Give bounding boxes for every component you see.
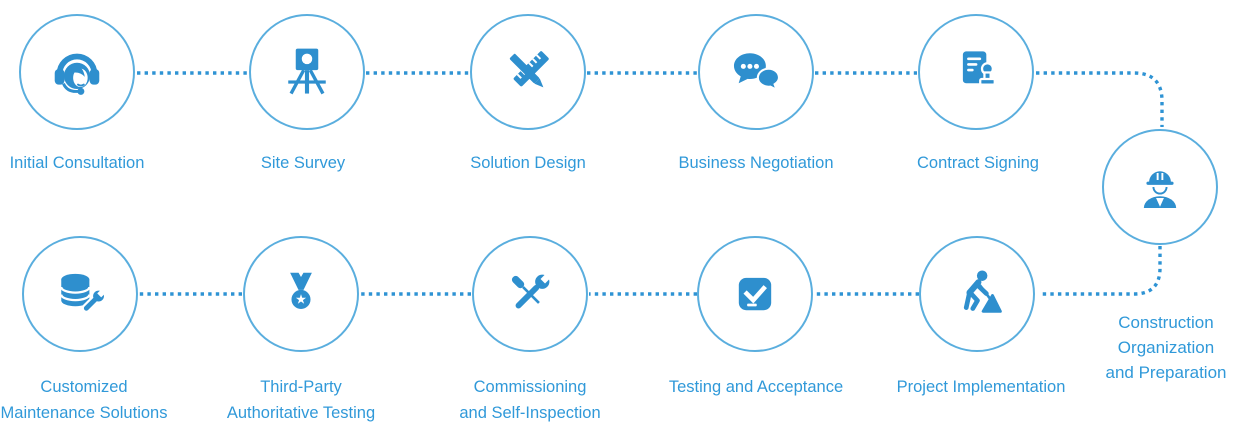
ruler-pencil-icon xyxy=(509,51,549,88)
contract-stamp-icon xyxy=(962,51,996,86)
wrench-screwdriver-icon xyxy=(511,273,551,309)
label-line: Maintenance Solutions xyxy=(0,404,168,422)
step-label-project-implementation: Project Implementation xyxy=(897,374,1066,400)
label-line: Authoritative Testing xyxy=(226,404,376,422)
step-label-third-party-testing: Third-Party Authoritative Testing xyxy=(227,374,375,426)
step-circle-site-survey xyxy=(249,14,365,130)
database-wrench-icon xyxy=(60,273,107,314)
label-line: Business Negotiation xyxy=(678,154,834,172)
step-circle-contract-signing xyxy=(918,14,1034,130)
headset-agent-icon xyxy=(54,53,100,95)
step-label-construction-organization: Construction Organization and Preparatio… xyxy=(1106,310,1227,385)
checkbox-check-icon xyxy=(738,277,772,311)
survey-tripod-icon xyxy=(288,48,326,95)
step-label-commissioning: Commissioning and Self-Inspection xyxy=(459,374,600,426)
step-circle-initial-consultation xyxy=(19,14,135,130)
step-label-solution-design: Solution Design xyxy=(470,150,586,176)
chat-bubbles-icon xyxy=(733,53,781,92)
step-label-initial-consultation: Initial Consultation xyxy=(10,150,145,176)
connector-5-6-curve xyxy=(1036,71,1164,127)
label-line: and Preparation xyxy=(1105,363,1227,382)
label-line: Contract Signing xyxy=(917,154,1039,172)
step-circle-customized-maintenance xyxy=(22,236,138,352)
step-label-testing-acceptance: Testing and Acceptance xyxy=(669,374,843,400)
step-label-customized-maintenance: Customized Maintenance Solutions xyxy=(1,374,168,426)
label-line: Initial Consultation xyxy=(9,154,145,172)
step-circle-business-negotiation xyxy=(698,14,814,130)
label-line: and Self-Inspection xyxy=(459,404,601,422)
step-circle-solution-design xyxy=(470,14,586,130)
step-circle-third-party-testing xyxy=(243,236,359,352)
label-line: Project Implementation xyxy=(896,378,1066,396)
label-line: Commissioning xyxy=(473,378,587,396)
step-circle-testing-acceptance xyxy=(697,236,813,352)
label-line: Solution Design xyxy=(470,154,586,172)
label-line: Testing and Acceptance xyxy=(668,378,844,396)
step-label-business-negotiation: Business Negotiation xyxy=(678,150,833,176)
construction-worker-icon xyxy=(1143,171,1177,208)
label-line: Construction xyxy=(1118,313,1214,332)
label-line: Customized xyxy=(40,378,128,396)
step-circle-construction-organization xyxy=(1102,129,1218,245)
step-circle-commissioning xyxy=(472,236,588,352)
label-line: Third-Party xyxy=(260,378,342,396)
label-line: Site Survey xyxy=(260,154,346,172)
medal-star-icon xyxy=(290,272,312,309)
worker-digging-icon xyxy=(963,270,1002,313)
step-circle-project-implementation xyxy=(919,236,1035,352)
step-label-contract-signing: Contract Signing xyxy=(917,150,1039,176)
label-line: Organization xyxy=(1117,338,1215,357)
connector-6-7-curve xyxy=(1040,246,1162,296)
step-label-site-survey: Site Survey xyxy=(261,150,345,176)
